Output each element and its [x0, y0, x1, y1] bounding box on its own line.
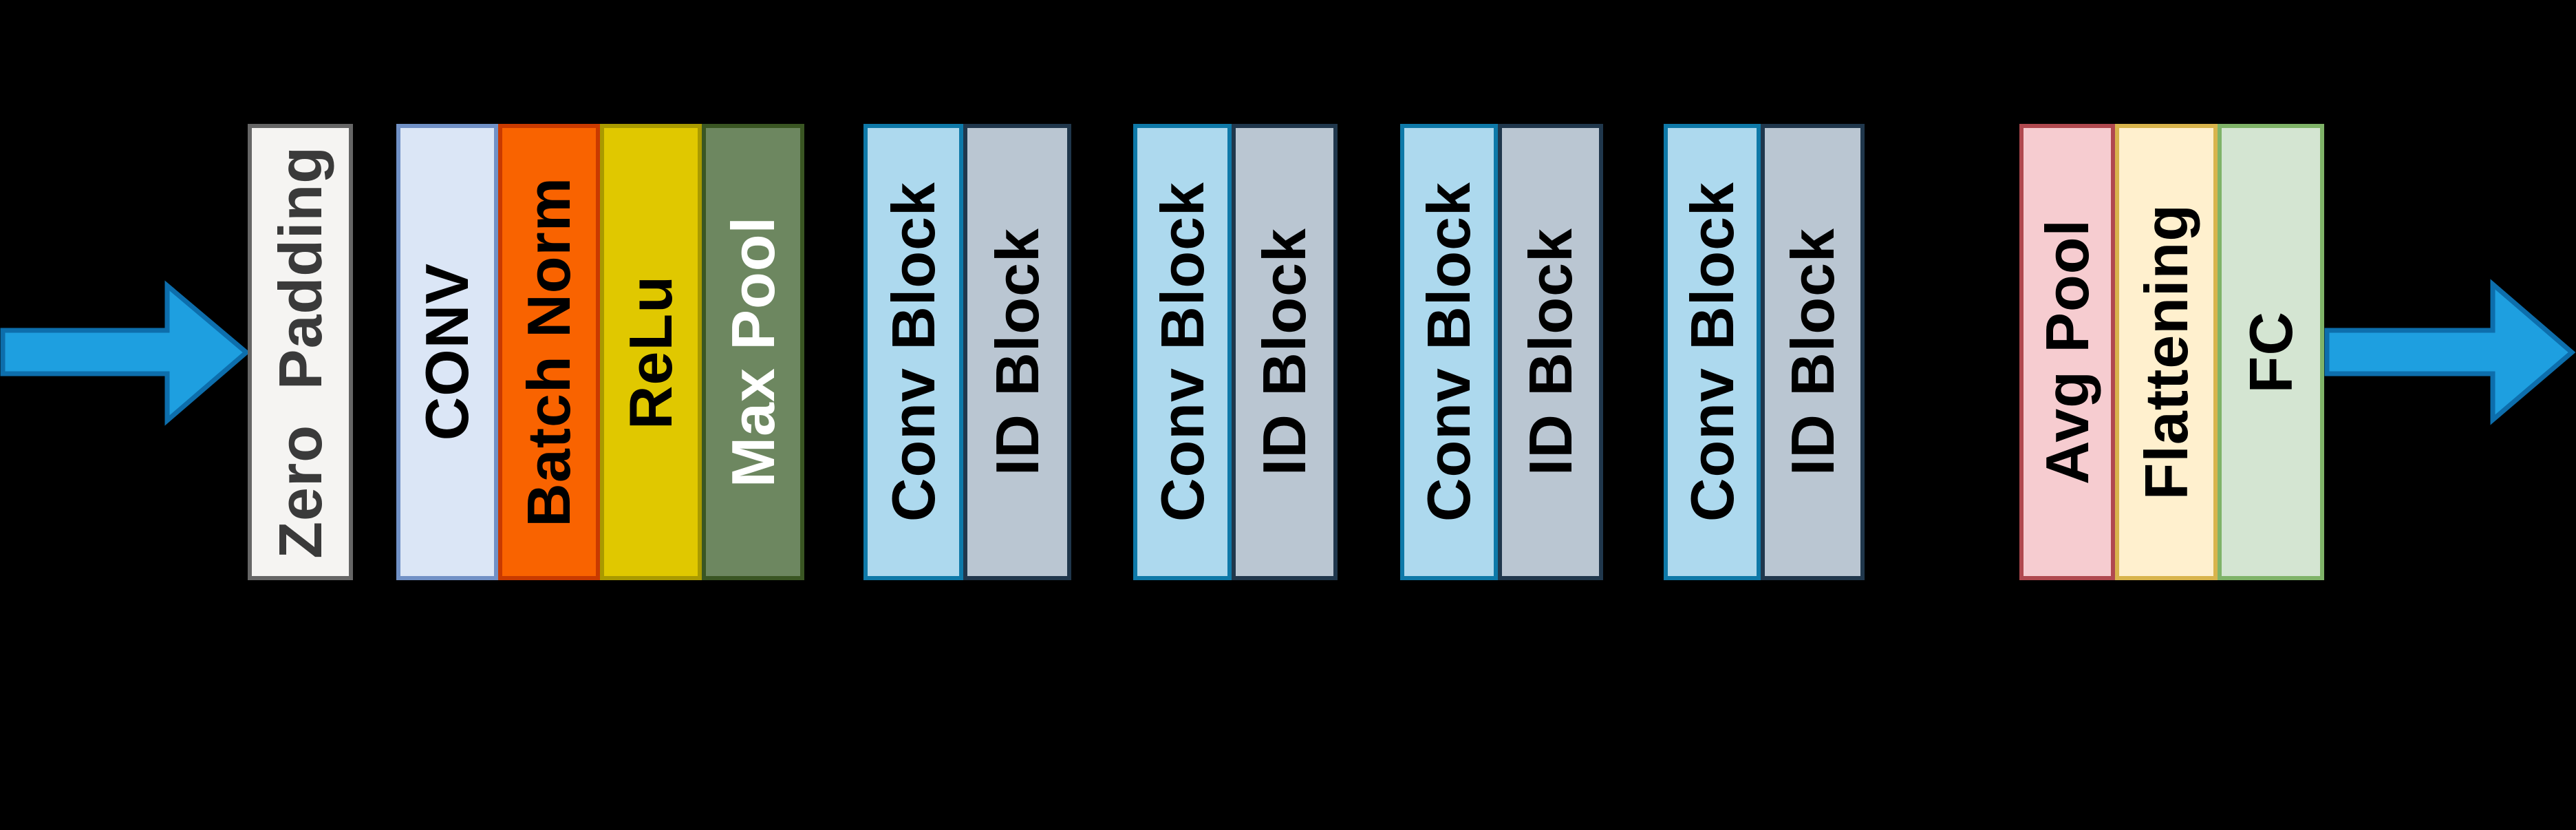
- stage3-conv-block: Conv Block: [1400, 124, 1498, 580]
- output-arrow-shape: [2324, 279, 2576, 425]
- flattening-block: Flattening: [2115, 124, 2218, 580]
- stage2-id-block: ID Block: [1232, 124, 1338, 580]
- stage1-id-block-label: ID Block: [983, 228, 1051, 476]
- conv-block-stem: CONV: [396, 124, 498, 580]
- input-arrow-icon: [0, 280, 250, 426]
- stage3-id-block-label: ID Block: [1516, 228, 1585, 476]
- zero-padding-label: Zero Padding: [266, 145, 334, 559]
- stage1-id-block: ID Block: [963, 124, 1071, 580]
- stage4-conv-block-label: Conv Block: [1677, 182, 1746, 522]
- relu-block: ReLu: [600, 124, 702, 580]
- fc-label: FC: [2236, 310, 2305, 394]
- stage4-conv-block: Conv Block: [1664, 124, 1761, 580]
- zero-padding-block: Zero Padding: [248, 124, 353, 580]
- relu-label: ReLu: [616, 275, 685, 429]
- stage1-conv-block: Conv Block: [863, 124, 963, 580]
- stage1-conv-block-label: Conv Block: [879, 182, 947, 522]
- stage3-conv-block-label: Conv Block: [1415, 182, 1483, 522]
- avg-pool-block: Avg Pool: [2019, 124, 2115, 580]
- max-pool-block: Max Pool: [702, 124, 804, 580]
- flattening-label: Flattening: [2132, 204, 2200, 500]
- stage3-id-block: ID Block: [1498, 124, 1603, 580]
- output-arrow-icon: [2324, 279, 2576, 425]
- max-pool-label: Max Pool: [718, 216, 787, 488]
- stage2-id-block-label: ID Block: [1250, 228, 1318, 476]
- stage2-conv-block: Conv Block: [1133, 124, 1232, 580]
- input-arrow-shape: [0, 280, 250, 426]
- batch-norm-block: Batch Norm: [498, 124, 600, 580]
- fc-block: FC: [2218, 124, 2324, 580]
- stage2-conv-block-label: Conv Block: [1148, 182, 1216, 522]
- avg-pool-label: Avg Pool: [2032, 219, 2101, 485]
- batch-norm-label: Batch Norm: [515, 177, 583, 527]
- stage4-id-block-label: ID Block: [1778, 228, 1847, 476]
- conv-label: CONV: [413, 263, 481, 441]
- stage4-id-block: ID Block: [1761, 124, 1865, 580]
